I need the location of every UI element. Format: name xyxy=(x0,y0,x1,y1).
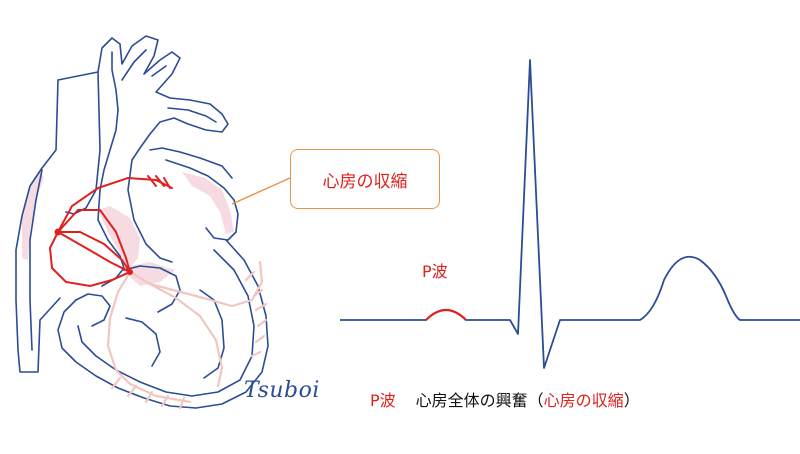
activation-fan-2 xyxy=(57,231,131,273)
author-signature: Tsuboi xyxy=(244,378,320,403)
purkinje-fibers-bottom xyxy=(110,376,186,410)
moderator-band xyxy=(125,317,161,367)
aorta-inner xyxy=(99,51,119,191)
left-bundle-branch xyxy=(148,260,264,308)
heart-illustration xyxy=(15,35,269,409)
activation-arc-upper xyxy=(57,176,173,233)
vena-cava-outline xyxy=(57,71,101,215)
atrial-activation xyxy=(48,175,173,288)
bundle-of-his xyxy=(128,270,224,388)
caption-close: ） xyxy=(623,391,640,410)
caption-term: P波 xyxy=(370,391,396,410)
ventricle-outer xyxy=(57,239,269,409)
right-atrium-outline xyxy=(15,79,61,373)
valve-left xyxy=(123,265,181,313)
callout-leader-line xyxy=(231,177,291,205)
callout-label-text: 心房の収縮 xyxy=(322,171,408,192)
p-wave-label: P波 xyxy=(422,262,448,281)
purkinje-fibers-left xyxy=(244,270,268,358)
sinus-node xyxy=(54,228,62,236)
aortic-arch-inner xyxy=(121,49,217,123)
right-wall-inner xyxy=(29,169,43,351)
activation-arc-outer xyxy=(48,231,131,288)
papillary-muscle xyxy=(199,289,225,379)
pulmonary-artery-outline xyxy=(149,147,233,179)
activation-arc-inner xyxy=(57,231,131,273)
activation-fan-1 xyxy=(57,209,131,273)
caption: P波心房全体の興奮（心房の収縮） xyxy=(370,387,640,411)
aorta-outline xyxy=(97,35,229,161)
p-wave-highlight xyxy=(425,308,467,321)
activation-arrow-head xyxy=(147,175,171,189)
caption-highlight: 心房の収縮 xyxy=(543,391,624,410)
ecg-trace xyxy=(340,59,800,369)
av-node xyxy=(127,269,133,275)
left-atrium-outline xyxy=(165,159,239,241)
septum-right-outline xyxy=(127,159,173,263)
valve-right xyxy=(75,293,111,327)
conduction-system xyxy=(106,260,268,410)
atrial-contraction-callout: 心房の収縮 xyxy=(290,149,440,209)
caption-description: 心房全体の興奮（ xyxy=(415,391,544,410)
